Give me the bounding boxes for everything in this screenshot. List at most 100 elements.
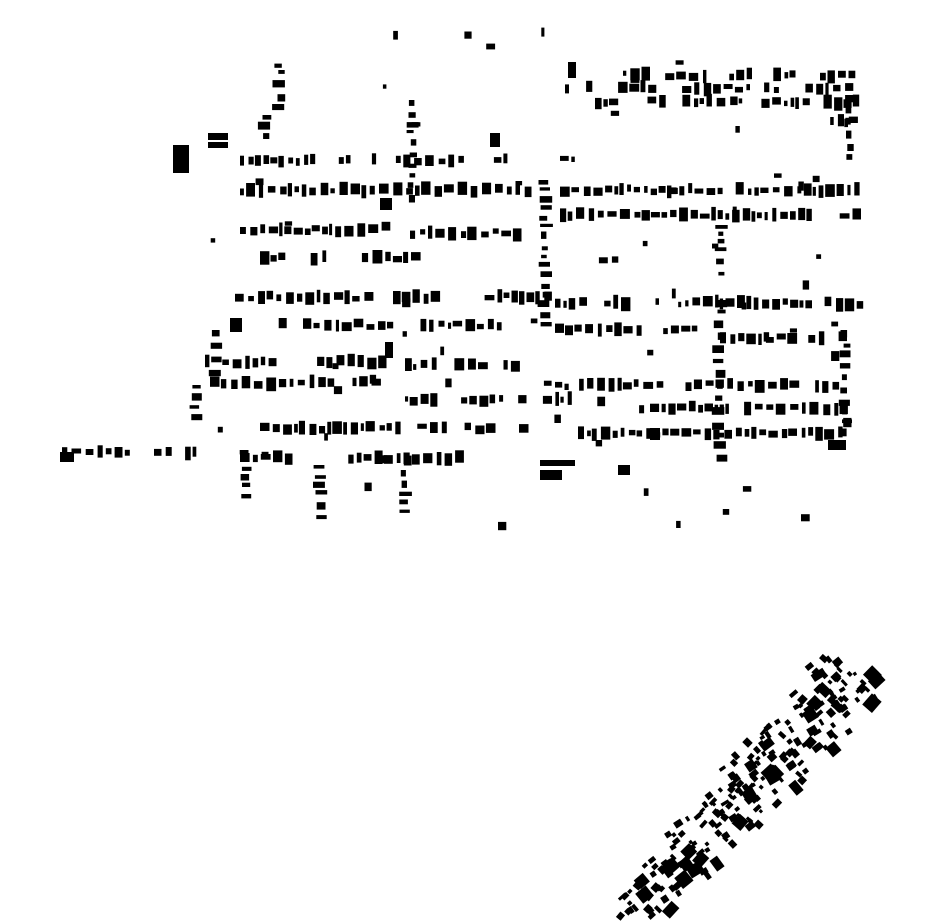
building (801, 427, 806, 438)
building (640, 80, 646, 93)
building (691, 325, 698, 332)
building (626, 900, 633, 906)
building (836, 298, 844, 312)
building (846, 670, 853, 678)
building (660, 894, 670, 904)
building (839, 402, 848, 415)
building (360, 423, 364, 431)
building (765, 337, 774, 343)
building (675, 60, 684, 65)
building (674, 869, 694, 889)
building (350, 422, 358, 435)
building (606, 325, 613, 332)
building (407, 182, 414, 188)
building (752, 745, 762, 755)
building (297, 293, 303, 302)
building (843, 99, 852, 108)
building (681, 428, 692, 437)
building (751, 426, 757, 439)
building (716, 258, 724, 265)
building (741, 783, 750, 792)
building (840, 679, 848, 687)
building (754, 380, 765, 393)
building (324, 433, 328, 441)
building (495, 183, 503, 193)
building (810, 667, 827, 683)
building (260, 454, 271, 460)
building (802, 280, 810, 290)
building (768, 430, 778, 438)
building (344, 290, 350, 305)
building (789, 380, 800, 388)
building (720, 799, 730, 807)
building (668, 187, 677, 195)
building (775, 403, 786, 415)
building (341, 322, 352, 332)
building (682, 86, 692, 93)
building (854, 696, 861, 703)
building (587, 378, 594, 389)
building (105, 448, 112, 455)
building (554, 414, 561, 423)
building (411, 252, 421, 261)
building (588, 208, 595, 221)
building (704, 428, 712, 441)
building (846, 154, 853, 160)
building (844, 727, 853, 736)
building (241, 494, 252, 499)
building (423, 293, 429, 304)
building (798, 181, 804, 191)
building (725, 801, 734, 810)
building (630, 68, 640, 81)
building (821, 672, 829, 680)
building (664, 830, 673, 839)
building (173, 145, 189, 173)
building (731, 773, 742, 784)
building (454, 358, 465, 371)
building (760, 187, 769, 193)
building (335, 319, 339, 332)
building (320, 182, 329, 196)
building (622, 382, 632, 390)
building (464, 31, 472, 39)
building (503, 292, 510, 298)
building (487, 318, 494, 330)
building (790, 97, 795, 107)
building (114, 447, 123, 458)
building (410, 139, 417, 146)
building (278, 155, 284, 168)
building (343, 422, 347, 435)
building (425, 155, 434, 166)
building (772, 207, 777, 222)
building (722, 835, 729, 843)
building (829, 721, 837, 729)
building (854, 182, 860, 196)
building (614, 322, 622, 337)
building (711, 407, 725, 415)
building (714, 247, 727, 252)
building (540, 205, 552, 210)
building (644, 186, 648, 193)
building (62, 447, 68, 456)
building (597, 323, 602, 337)
building (717, 210, 723, 220)
building (379, 455, 387, 464)
building (717, 787, 724, 793)
building (730, 334, 736, 344)
building (541, 283, 550, 289)
building (831, 351, 840, 361)
building (270, 157, 278, 164)
building (294, 423, 298, 433)
building (537, 300, 550, 307)
building (731, 813, 749, 831)
building (798, 207, 806, 221)
building (699, 807, 706, 814)
building (784, 100, 788, 107)
building (452, 320, 463, 327)
building (278, 318, 287, 329)
building (784, 72, 789, 79)
building (786, 759, 797, 770)
building (210, 342, 223, 349)
building (808, 427, 814, 436)
